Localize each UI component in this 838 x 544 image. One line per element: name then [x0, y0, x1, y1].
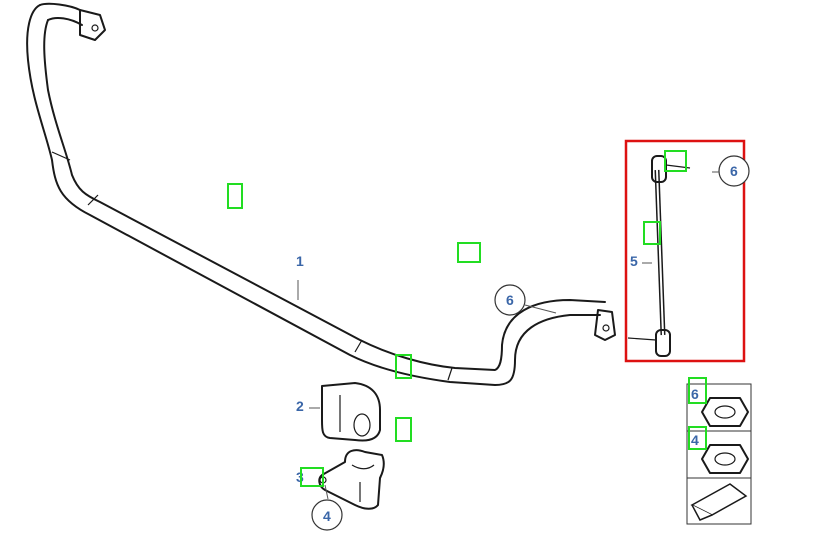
stabilizer-bar[interactable] — [26, 2, 616, 386]
marker-6[interactable] — [664, 150, 687, 172]
callout-link: 6 — [712, 155, 750, 187]
bar-eye-end-right — [594, 309, 616, 341]
hardware-table: 6 4 — [686, 383, 752, 525]
marker-1[interactable] — [227, 183, 243, 209]
marker-2[interactable] — [457, 242, 481, 263]
marker-5[interactable] — [300, 467, 324, 487]
callout-bracket-num: 4 — [323, 508, 331, 524]
arrow-icon[interactable] — [690, 483, 748, 521]
bar-eye-end-left — [79, 9, 106, 41]
table-label-nut-b: 4 — [691, 432, 699, 448]
label-bar: 1 — [296, 253, 304, 269]
callout-bar-end: 6 — [494, 284, 557, 316]
callout-link-num: 6 — [730, 163, 738, 179]
marker-4[interactable] — [395, 417, 412, 442]
rubber-bushing[interactable] — [321, 382, 381, 442]
marker-9[interactable] — [688, 426, 707, 450]
stabilizer-link[interactable] — [627, 155, 691, 357]
marker-3[interactable] — [395, 354, 412, 379]
label-link: 5 — [630, 253, 638, 269]
label-bushing: 2 — [296, 398, 304, 414]
marker-7[interactable] — [643, 221, 661, 245]
nut-icon — [701, 397, 749, 427]
callout-bracket: 4 — [311, 484, 343, 531]
table-label-nut-a: 6 — [691, 386, 699, 402]
nut-icon — [701, 444, 749, 474]
callout-bar-end-num: 6 — [506, 292, 514, 308]
link-highlight-frame — [624, 139, 746, 363]
marker-8[interactable] — [688, 377, 707, 404]
